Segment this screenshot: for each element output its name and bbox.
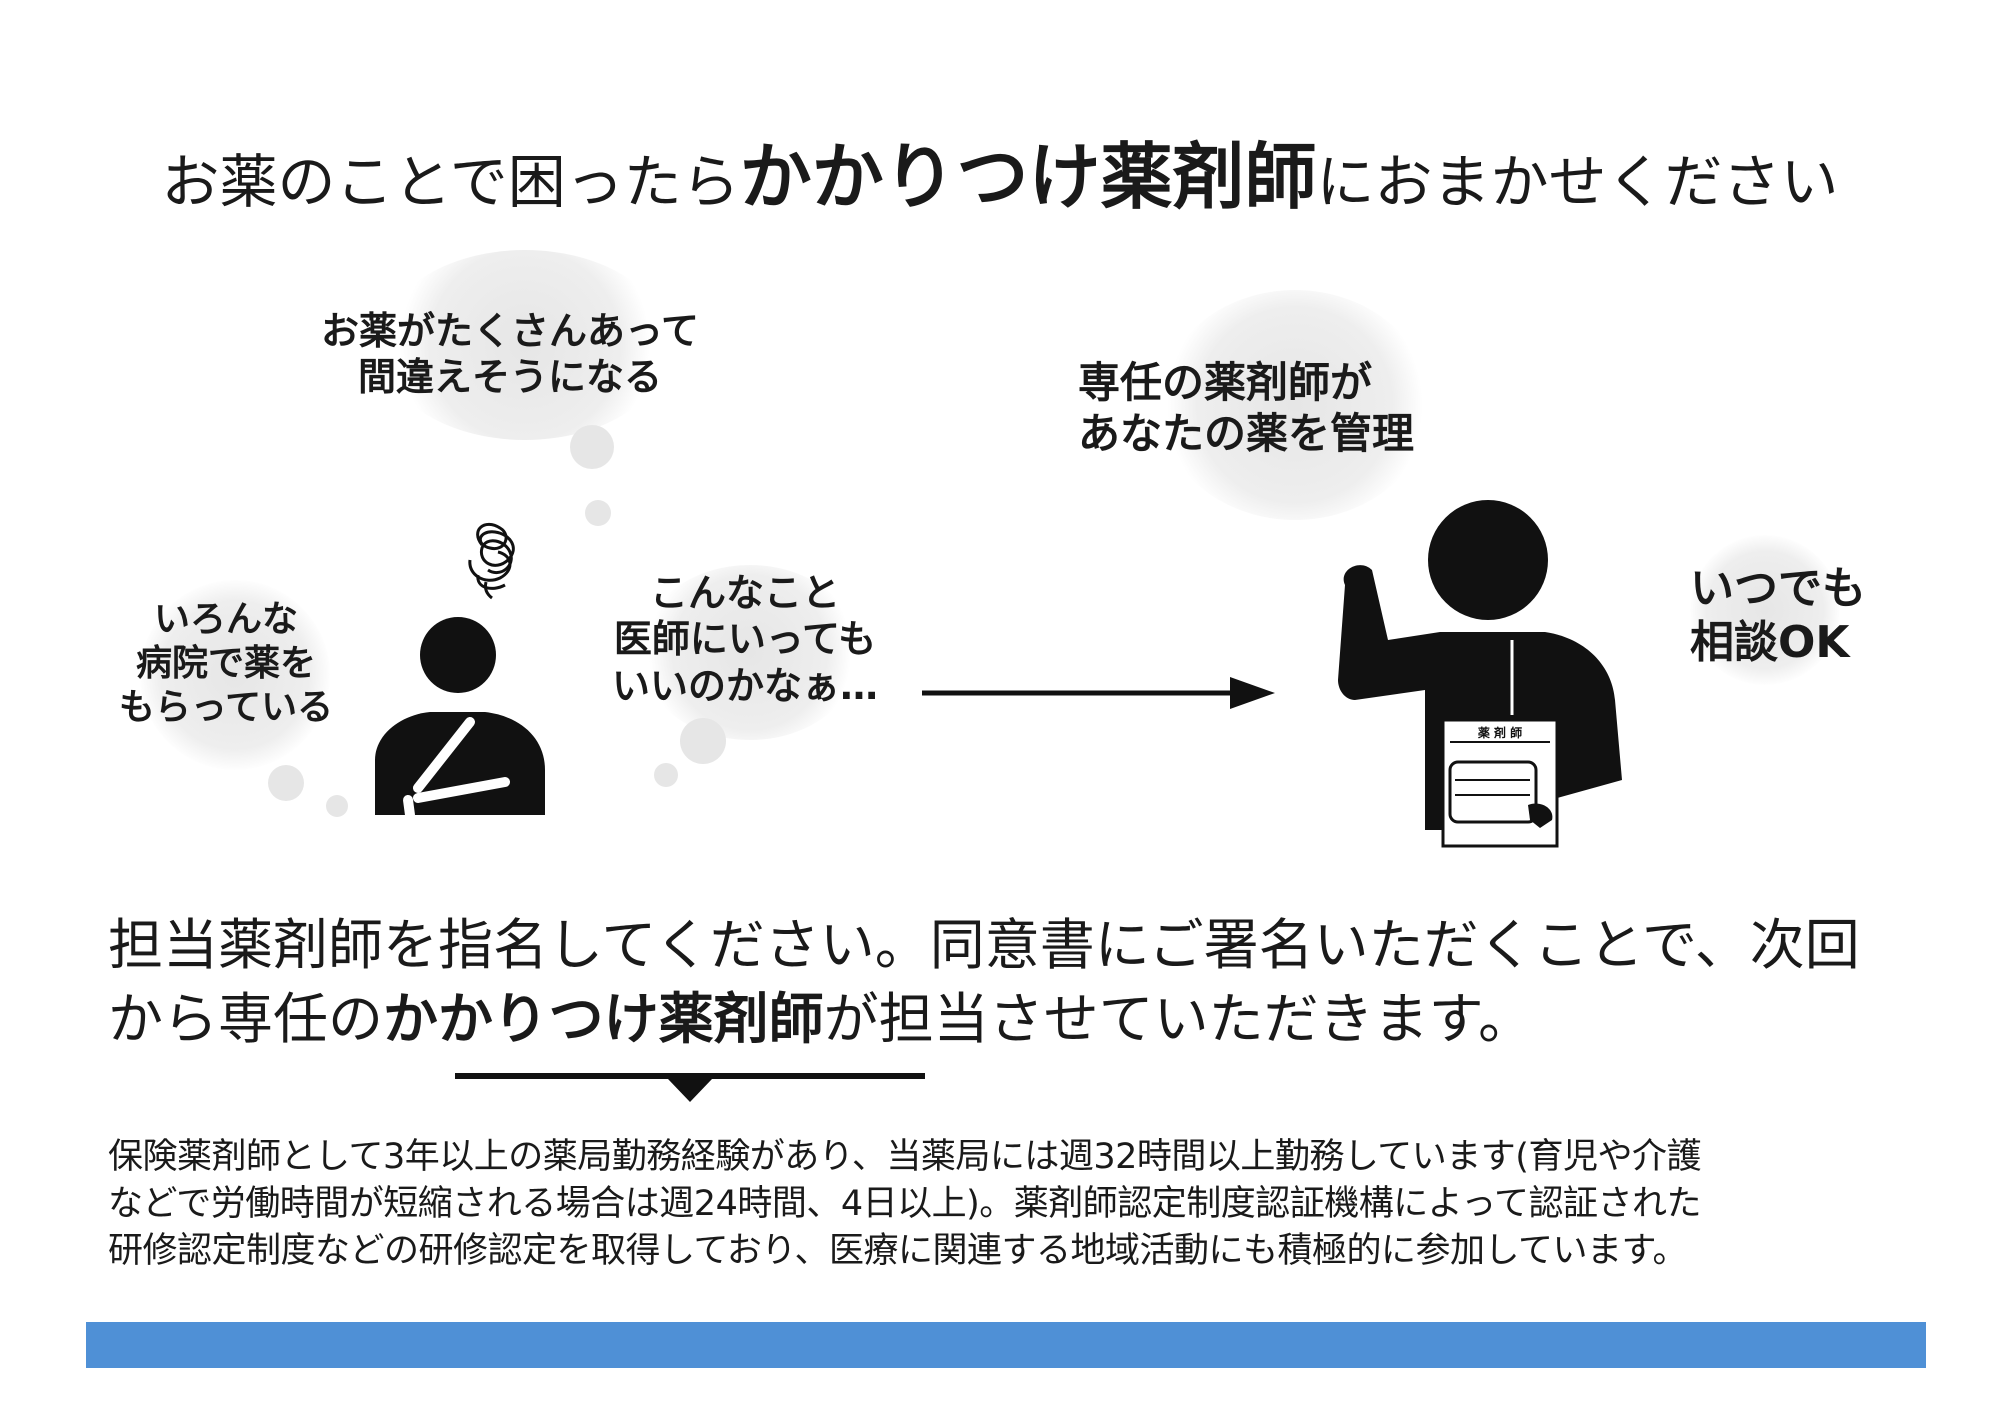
arm-sling-icon xyxy=(403,717,510,820)
thought-dot xyxy=(268,765,304,801)
speech-bubble-pharmacist xyxy=(1160,290,1430,520)
thought-dot xyxy=(654,763,678,787)
bubble-text-many-medicines: お薬がたくさんあって 間違えそうになる xyxy=(320,309,700,400)
bottom-color-bar xyxy=(86,1322,1926,1368)
arrow-icon xyxy=(922,677,1275,709)
bubble-text-dedicated-pharmacist: 専任の薬剤師が あなたの薬を管理 xyxy=(1078,358,1415,459)
thought-dot xyxy=(680,718,726,764)
thought-bubble-right xyxy=(640,565,860,740)
thought-bubble-left xyxy=(140,580,330,770)
badge-label: 薬 剤 師 xyxy=(1478,725,1522,740)
pharmacist-requirements: 保険薬剤師として3年以上の薬局勤務経験があり、当薬局には週32時間以上勤務してい… xyxy=(108,1134,1701,1275)
illustration-svg: 薬 剤 師 xyxy=(375,500,1622,848)
thought-bubble-top xyxy=(380,250,670,440)
bubble-text-ask-doctor: こんなこと 医師にいっても いいのかなぁ… xyxy=(611,571,878,708)
requirements-line3: 研修認定制度などの研修認定を取得しており、医療に関連する地域活動にも積極的に参加… xyxy=(108,1231,1687,1271)
bubble-text-various-hospitals: いろんな 病院で薬を もらっている xyxy=(118,599,334,728)
worry-scribble-icon xyxy=(468,522,515,600)
thought-dot xyxy=(326,795,348,817)
thought-dot xyxy=(570,425,614,469)
main-message: 担当薬剤師を指名してください。同意書にご署名いただくことで、次回 から専任のかか… xyxy=(108,908,1860,1056)
pharmacist-hand xyxy=(1528,803,1553,828)
requirements-line1: 保険薬剤師として3年以上の薬局勤務経験があり、当薬局には週32時間以上勤務してい… xyxy=(108,1137,1701,1177)
title-prefix: お薬のことで困ったら xyxy=(161,148,740,216)
thought-dot xyxy=(585,500,611,526)
worried-patient-icon xyxy=(375,522,545,820)
main-message-line1: 担当薬剤師を指名してください。同意書にご署名いただくことで、次回 xyxy=(108,913,1860,977)
main-message-highlight: かかりつけ薬剤師 xyxy=(383,987,824,1051)
pharmacist-head xyxy=(1428,500,1548,620)
requirements-line2: などで労働時間が短縮される場合は週24時間、4日以上)。薬剤師認定制度認証機構に… xyxy=(108,1184,1701,1224)
page-title: お薬のことで困ったらかかりつけ薬剤師におまかせください xyxy=(0,118,2000,223)
title-highlight: かかりつけ薬剤師 xyxy=(739,135,1317,219)
pointer-line xyxy=(455,1073,925,1102)
patient-head xyxy=(420,617,496,693)
speech-bubble-consult xyxy=(1690,535,1840,685)
main-message-line2: から専任のかかりつけ薬剤師が担当させていただきます。 xyxy=(108,987,1534,1051)
title-suffix: におまかせください xyxy=(1316,148,1839,216)
bubble-text-consult-anytime: いつでも 相談OK xyxy=(1690,563,1866,668)
pharmacist-icon: 薬 剤 師 xyxy=(1338,500,1622,848)
